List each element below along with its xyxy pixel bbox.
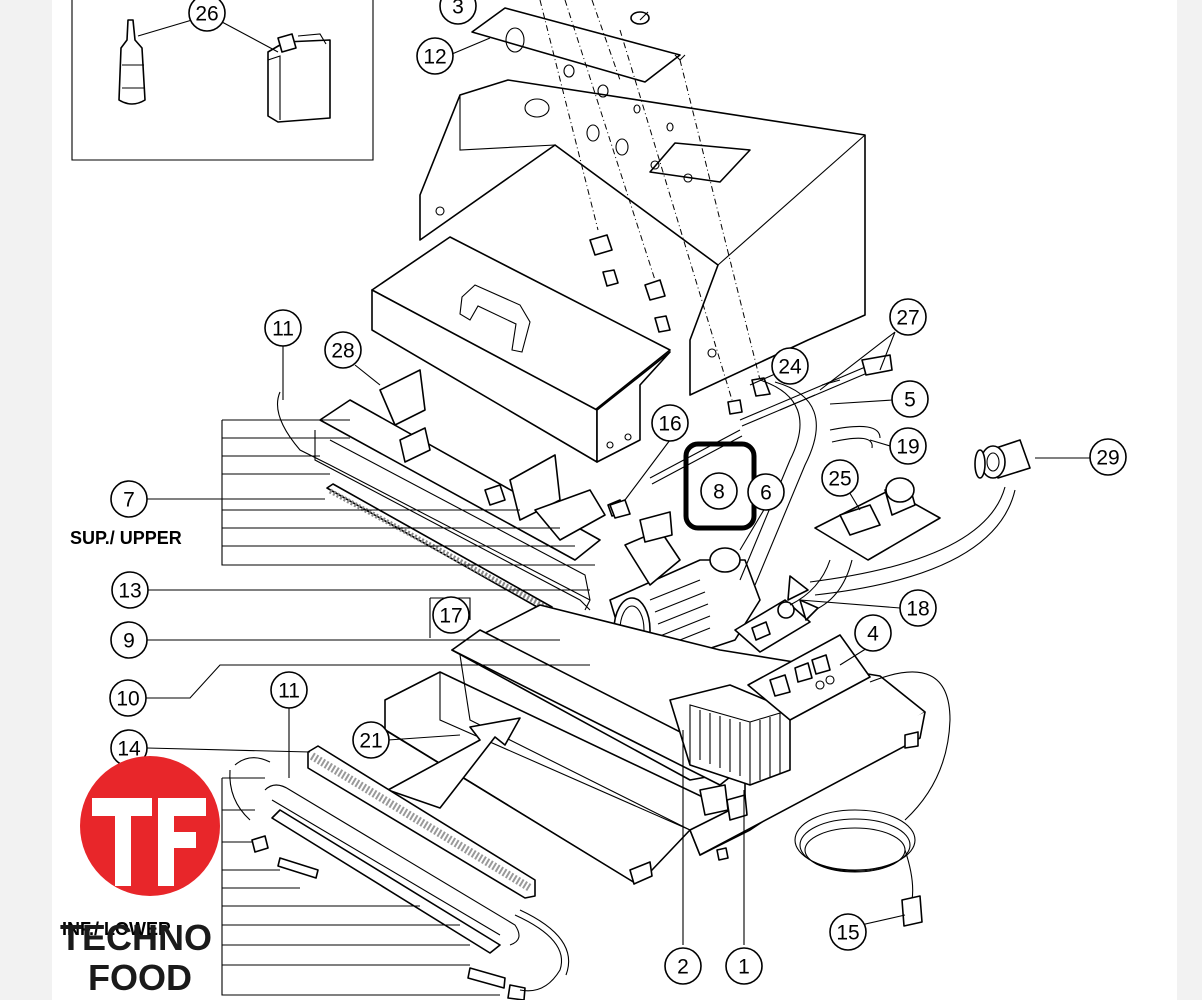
oil-bottle-small [118, 19, 146, 105]
callout-28: 28 [324, 331, 362, 369]
svg-text:4: 4 [867, 623, 879, 646]
callout-13: 13 [111, 571, 149, 609]
callout-6: 6 [747, 473, 785, 511]
machine-lid [419, 79, 866, 396]
callout-17: 17 [432, 596, 470, 634]
technofood-logo: TECHNO FOOD [60, 756, 220, 998]
callout-16: 16 [651, 404, 689, 442]
vacuum-sensor-board [734, 599, 811, 653]
callout-1: 1 [725, 947, 763, 985]
oil-canister [267, 33, 331, 123]
top-plate [471, 7, 686, 132]
upper-section-label: SUP./ UPPER [70, 528, 182, 548]
svg-text:14: 14 [117, 738, 141, 761]
svg-text:15: 15 [836, 922, 859, 945]
transformer [669, 684, 791, 786]
assembly-arrow [387, 717, 521, 809]
callout-5: 5 [891, 380, 929, 418]
svg-text:3: 3 [452, 0, 464, 19]
accessory-inset [71, 0, 374, 161]
svg-text:29: 29 [1096, 447, 1119, 470]
svg-text:8: 8 [713, 481, 725, 504]
control-board [747, 634, 871, 721]
svg-text:11: 11 [278, 680, 300, 703]
lower-section-label: INF./ LOWER [62, 919, 171, 939]
svg-text:26: 26 [195, 3, 218, 26]
callout-26: 26 [188, 0, 226, 32]
callout-10: 10 [109, 679, 147, 717]
lower-bracket-lines [221, 777, 500, 996]
svg-text:9: 9 [123, 630, 135, 653]
callout-4: 4 [854, 614, 892, 652]
logo-line2: FOOD [88, 957, 192, 998]
upper-bracket-lines [221, 419, 595, 566]
svg-text:1: 1 [738, 956, 750, 979]
callout-15: 15 [829, 913, 867, 951]
callout-25: 25 [821, 459, 859, 497]
callout-leaders [145, 11, 1090, 945]
callout-27: 27 [889, 298, 927, 336]
exploded-parts-diagram: 26 3 12 11 28 27 24 5 16 19 29 8 6 25 7 … [60, 0, 1127, 1000]
svg-text:28: 28 [331, 340, 354, 363]
callout-7: 7 [110, 480, 148, 518]
callout-18: 18 [899, 589, 937, 627]
svg-text:17: 17 [439, 605, 462, 628]
svg-text:12: 12 [423, 46, 446, 69]
svg-text:18: 18 [906, 598, 929, 621]
callout-21: 21 [352, 721, 390, 759]
svg-text:25: 25 [828, 468, 851, 491]
callout-9: 9 [110, 621, 148, 659]
inner-lid [371, 236, 671, 463]
hoses [739, 379, 1016, 621]
rod-assembly [649, 354, 893, 485]
solenoid-board [814, 477, 941, 561]
svg-text:24: 24 [778, 356, 802, 379]
logo-line1: TECHNO [60, 917, 212, 958]
svg-text:13: 13 [118, 580, 141, 603]
svg-text:16: 16 [658, 413, 681, 436]
assembly-lines [539, 0, 761, 401]
svg-text:27: 27 [896, 307, 919, 330]
svg-text:10: 10 [116, 688, 139, 711]
callout-24: 24 [771, 347, 809, 385]
svg-text:11: 11 [272, 318, 294, 341]
svg-text:7: 7 [123, 489, 135, 512]
callout-2: 2 [664, 947, 702, 985]
upper-gasket [326, 483, 553, 613]
callout-11-lower: 11 [270, 671, 308, 709]
callout-8-highlighted[interactable]: 8 [683, 441, 757, 531]
connector-16 [609, 499, 631, 519]
svg-text:19: 19 [896, 436, 919, 459]
diagram-sheet: 26 3 12 11 28 27 24 5 16 19 29 8 6 25 7 … [52, 0, 1177, 1000]
callout-29: 29 [1089, 438, 1127, 476]
svg-text:5: 5 [904, 389, 916, 412]
callout-19: 19 [889, 427, 927, 465]
callout-11-upper: 11 [264, 309, 302, 347]
svg-text:6: 6 [760, 482, 772, 505]
svg-text:21: 21 [359, 730, 382, 753]
svg-text:2: 2 [677, 956, 689, 979]
power-cord [794, 671, 951, 927]
callout-12: 12 [416, 37, 454, 75]
filter-cartridge [974, 439, 1031, 479]
callout-3: 3 [439, 0, 477, 25]
lower-seal-bar [229, 745, 570, 1000]
